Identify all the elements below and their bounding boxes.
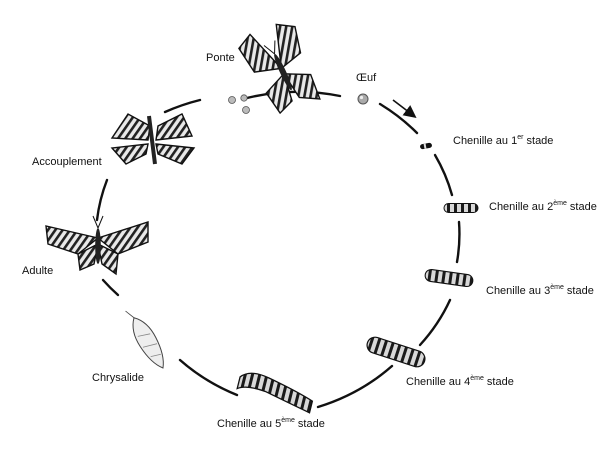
caterpillar-stage-5-icon [236,372,314,414]
mating-butterflies-icon [110,113,196,165]
cycle-ring [95,90,461,409]
label-oeuf: Œuf [356,72,377,84]
caterpillar-stage-1-icon [420,142,432,150]
label-chenille-4-suffix: stade [483,376,514,388]
label-chenille-4-sup: ème [470,375,484,382]
label-accouplement: Accouplement [32,156,102,168]
caterpillar-stage-3-icon [424,268,474,288]
label-chenille-5: Chenille au 5ème stade [217,417,325,431]
label-adulte: Adulte [22,265,54,277]
label-chenille-3: Chenille au 3ème stade [486,284,594,298]
caterpillar-stage-2-icon [443,203,479,213]
label-chrysalide: Chrysalide [92,372,144,384]
label-chenille-3-text: Chenille au 3 [486,285,551,297]
caterpillar-stage-4-icon [366,336,426,368]
label-chenille-3-suffix: stade [563,285,594,297]
label-chenille-1-text: Chenille au 1 [453,135,518,147]
label-chenille-4: Chenille au 4ème stade [406,375,514,389]
egg-icon [357,93,369,105]
label-chenille-1: Chenille au 1er stade [453,134,554,148]
label-chenille-2-sup: ème [553,200,567,207]
label-chenille-4-text: Chenille au 4 [406,376,471,388]
label-chenille-5-text: Chenille au 5 [217,418,282,430]
label-chenille-1-sup: er [517,134,524,141]
label-chenille-2-text: Chenille au 2 [489,201,554,213]
butterfly-icon [45,215,149,276]
label-chenille-1-suffix: stade [523,135,554,147]
label-chenille-2-suffix: stade [566,201,597,213]
direction-arrow-icon [392,99,417,118]
butterfly-laying-eggs-icon [238,23,321,115]
label-chenille-5-suffix: stade [294,418,325,430]
label-ponte: Ponte [206,52,235,64]
egg-cluster-icon [228,94,250,114]
label-chenille-5-sup: ème [281,417,295,424]
chrysalis-icon [125,310,164,369]
label-chenille-2: Chenille au 2ème stade [489,200,597,214]
label-chenille-3-sup: ème [550,284,564,291]
